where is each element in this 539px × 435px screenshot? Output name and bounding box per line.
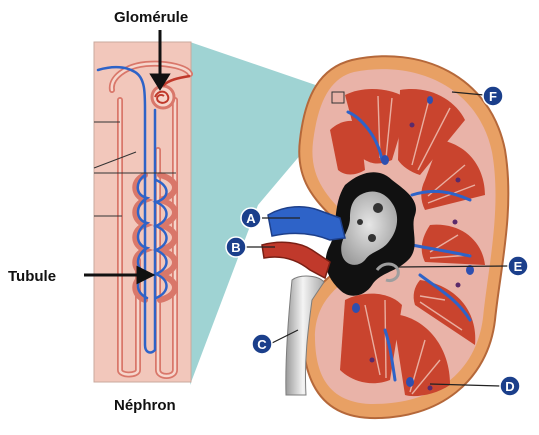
svg-text:C: C [257, 337, 267, 352]
tubule-label: Tubule [8, 268, 56, 285]
marker-A: A [241, 208, 261, 228]
marker-F: F [483, 86, 503, 106]
svg-text:A: A [246, 211, 256, 226]
glomerule-label: Glomérule [114, 9, 188, 26]
svg-text:B: B [231, 240, 240, 255]
svg-text:E: E [514, 259, 523, 274]
marker-E: E [508, 256, 528, 276]
marker-B: B [226, 237, 246, 257]
nephron-label: Néphron [114, 397, 176, 414]
svg-text:D: D [505, 379, 514, 394]
svg-text:F: F [489, 89, 497, 104]
renal-artery [262, 242, 330, 278]
marker-C: C [252, 334, 272, 354]
marker-D: D [500, 376, 520, 396]
